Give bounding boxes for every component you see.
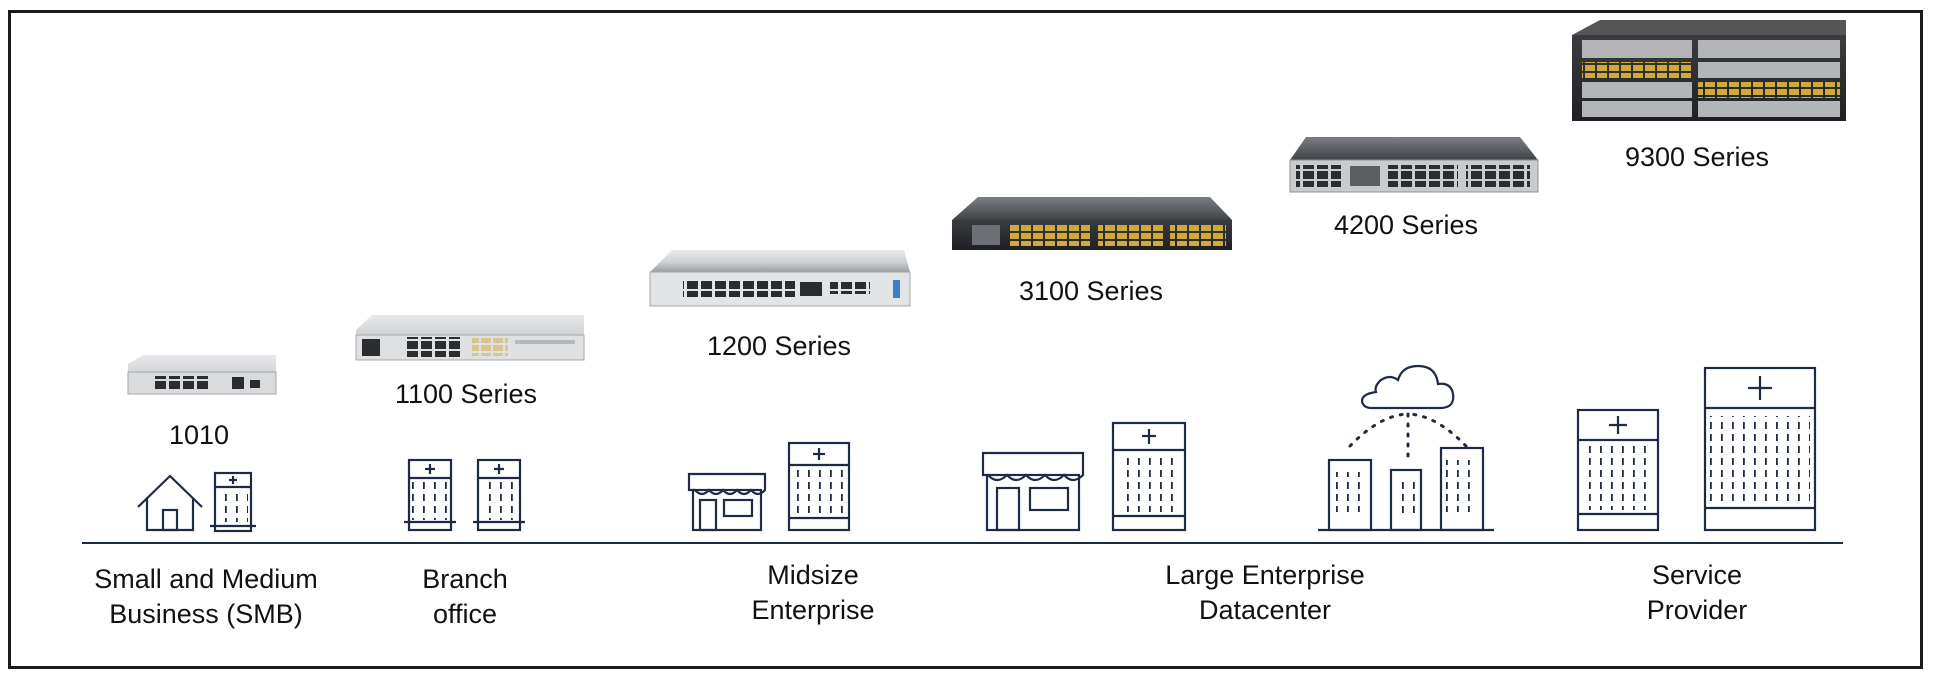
device-9300-image [1572, 20, 1846, 121]
segment-smb-label-line1: Small and Medium [94, 564, 318, 594]
segment-branch-label-line2: office [433, 599, 497, 629]
device-3100-image [952, 197, 1232, 250]
segment-branch-label-line1: Branch [422, 564, 508, 594]
datacenter-icon [1318, 364, 1494, 532]
segment-provider-label-line1: Service [1652, 560, 1742, 590]
product-label-1100: 1100 Series [395, 379, 537, 409]
product-label-1010: 1010 [169, 420, 229, 450]
building-icon [1111, 421, 1187, 532]
segment-smb-label-line2: Business (SMB) [109, 599, 303, 629]
house-icon [137, 474, 203, 532]
store-icon [687, 472, 767, 532]
building-icon [787, 441, 851, 532]
diagram-frame [8, 10, 1923, 669]
device-1010-image [127, 355, 277, 395]
device-4200-image [1289, 137, 1539, 193]
building-icon [1703, 366, 1817, 532]
device-1200-image [649, 250, 911, 307]
segment-midsize-label-line2: Enterprise [751, 595, 874, 625]
building-icon [210, 471, 256, 533]
device-1100-image [355, 315, 585, 361]
cloud-icon [1360, 364, 1455, 410]
segment-midsize-label-line1: Midsize [767, 560, 859, 590]
segment-large-label-line2: Datacenter [1199, 595, 1331, 625]
segment-provider-label-line2: Provider [1647, 595, 1748, 625]
building-icon [473, 458, 525, 532]
product-label-1200: 1200 Series [707, 331, 851, 361]
building-icon [1576, 408, 1660, 532]
segment-large-label-line1: Large Enterprise [1165, 560, 1365, 590]
product-label-4200: 4200 Series [1334, 210, 1478, 240]
product-label-3100: 3100 Series [1019, 276, 1163, 306]
store-icon [981, 451, 1085, 532]
product-label-9300: 9300 Series [1625, 142, 1769, 172]
building-icon [404, 458, 456, 532]
